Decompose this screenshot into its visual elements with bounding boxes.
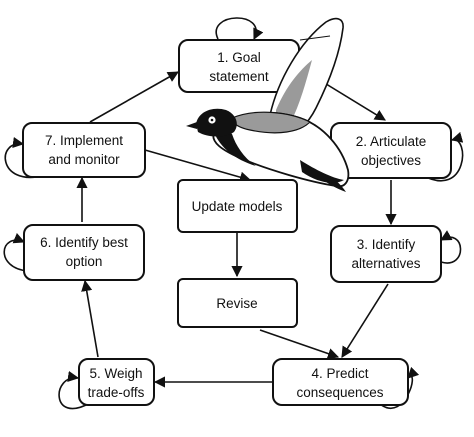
label-weigh-line2: trade-offs <box>88 385 145 400</box>
arrow-weigh-to-bestoption <box>81 279 99 358</box>
step-articulate-objectives: 2. Articulate objectives <box>330 122 452 179</box>
duck-head <box>196 108 237 137</box>
label-alternatives-line1: 3. Identify <box>357 237 416 252</box>
box-identify-alternatives <box>330 225 442 283</box>
duck-bill <box>186 122 197 129</box>
label-bestoption-line2: option <box>66 254 103 269</box>
label-alternatives-line2: alternatives <box>351 256 420 271</box>
box-predict-consequences <box>272 358 409 406</box>
label-articulate-line2: objectives <box>361 153 421 168</box>
label-implement-line1: 7. Implement <box>45 133 123 148</box>
box-articulate-objectives <box>330 122 452 179</box>
box-identify-best-option <box>23 224 145 281</box>
step-weigh-tradeoffs: 5. Weigh trade-offs <box>78 358 155 406</box>
step-identify-best-option: 6. Identify best option <box>23 224 145 281</box>
box-revise <box>177 278 298 328</box>
label-predict-line1: 4. Predict <box>311 366 368 381</box>
duck-wing-shade <box>276 60 312 128</box>
label-revise: Revise <box>216 296 257 311</box>
box-implement-and-monitor <box>22 122 146 178</box>
step-identify-alternatives: 3. Identify alternatives <box>330 225 442 283</box>
arrow-revise-to-predict <box>259 329 340 359</box>
step-revise: Revise <box>177 278 298 328</box>
self-loop-weigh <box>58 370 91 410</box>
self-loop-goal <box>215 17 264 41</box>
connector-arrows <box>76 67 397 388</box>
label-articulate-line1: 2. Articulate <box>356 134 427 149</box>
duck-lower-wing <box>300 160 344 183</box>
box-weigh-tradeoffs <box>78 358 155 406</box>
arrow-implement-to-goal <box>89 71 179 123</box>
step-goal-statement: 1. Goal statement <box>178 39 300 93</box>
box-update-models <box>177 179 298 233</box>
step-predict-consequences: 4. Predict consequences <box>272 358 409 406</box>
arrow-implement-to-update <box>144 149 252 183</box>
duck-pupil <box>210 118 214 122</box>
duck-icon <box>186 17 350 192</box>
step-update-models: Update models <box>177 179 298 233</box>
step-implement-and-monitor: 7. Implement and monitor <box>22 122 146 178</box>
arrow-alternatives-to-predict <box>341 283 389 358</box>
label-update-models: Update models <box>192 199 283 214</box>
label-weigh-line1: 5. Weigh <box>89 366 142 381</box>
label-goal-line2: statement <box>209 69 269 84</box>
label-implement-line2: and monitor <box>48 152 120 167</box>
self-loop-bestoption <box>3 232 29 272</box>
self-loop-alternatives <box>440 230 462 264</box>
self-loop-articulate <box>421 131 464 182</box>
label-bestoption-line1: 6. Identify best <box>40 235 128 250</box>
duck-wing-feather-line <box>299 35 331 41</box>
duck-breast <box>214 129 256 166</box>
label-predict-line2: consequences <box>296 385 383 400</box>
duck-back <box>231 111 312 134</box>
label-goal-line1: 1. Goal <box>217 50 261 65</box>
